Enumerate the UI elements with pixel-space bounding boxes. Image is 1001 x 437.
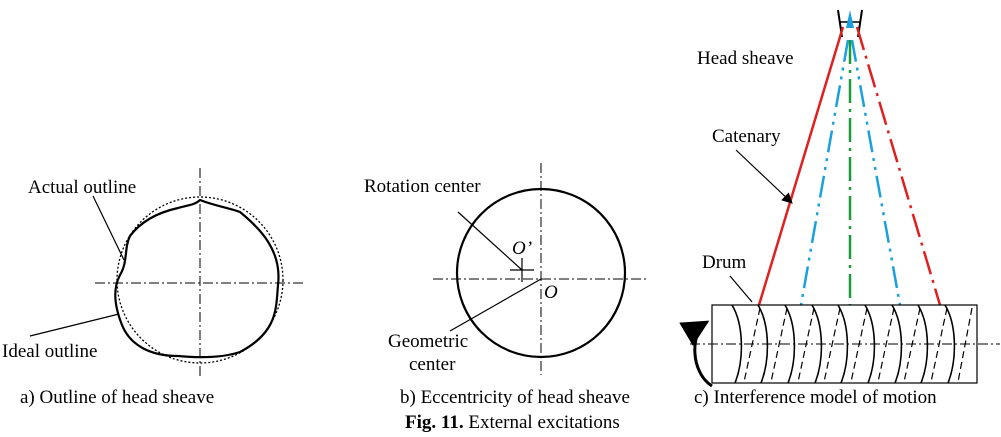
catenary-leader — [735, 149, 793, 204]
drum-rotation-arrow-icon — [679, 320, 713, 388]
ideal-outline-label: Ideal outline — [2, 341, 98, 362]
rope-blue-left — [799, 39, 850, 306]
panel-a-caption: a) Outline of head sheave — [20, 387, 214, 408]
geometric-center-label-line1: Geometric — [388, 331, 468, 352]
figure-title: External excitations — [464, 412, 620, 433]
drum-leader — [729, 275, 753, 303]
panel-c-caption: c) Interference model of motion — [694, 387, 937, 408]
rotation-center-leader — [457, 211, 523, 271]
catenary-rope-right — [855, 26, 942, 306]
panel-a-outline: Actual outline Ideal outline a) Outline … — [2, 168, 305, 408]
catenary-rope-left — [757, 26, 845, 306]
sheave-circle — [455, 187, 627, 359]
head-sheave-label: Head sheave — [697, 48, 794, 69]
rotation-center-label: Rotation center — [364, 176, 481, 197]
actual-outline-label: Actual outline — [28, 177, 136, 198]
panel-c-interference-model: Head sheave Catenary Drum — [679, 9, 1000, 408]
actual-outline-curve — [114, 198, 280, 359]
o-label: O — [544, 282, 558, 303]
catenary-label: Catenary — [712, 126, 781, 147]
drum-rope-wraps-solid — [731, 304, 956, 384]
drum-rope-wraps-dashed — [743, 307, 973, 383]
ideal-outline-leader — [29, 313, 120, 337]
actual-outline-leader — [92, 195, 125, 261]
rope-blue-right — [850, 39, 902, 306]
geometric-center-label-line2: center — [409, 354, 456, 375]
drum-label: Drum — [702, 252, 747, 273]
o-prime-label: O’ — [512, 238, 532, 259]
panel-b-caption: b) Eccentricity of head sheave — [400, 387, 630, 408]
geometric-center-leader — [449, 278, 542, 332]
figure-caption: Fig. 11. External excitations — [405, 412, 620, 433]
figure-number: Fig. 11. — [405, 412, 464, 433]
panel-b-eccentricity: Rotation center O’ O Geometric center b)… — [364, 163, 648, 408]
